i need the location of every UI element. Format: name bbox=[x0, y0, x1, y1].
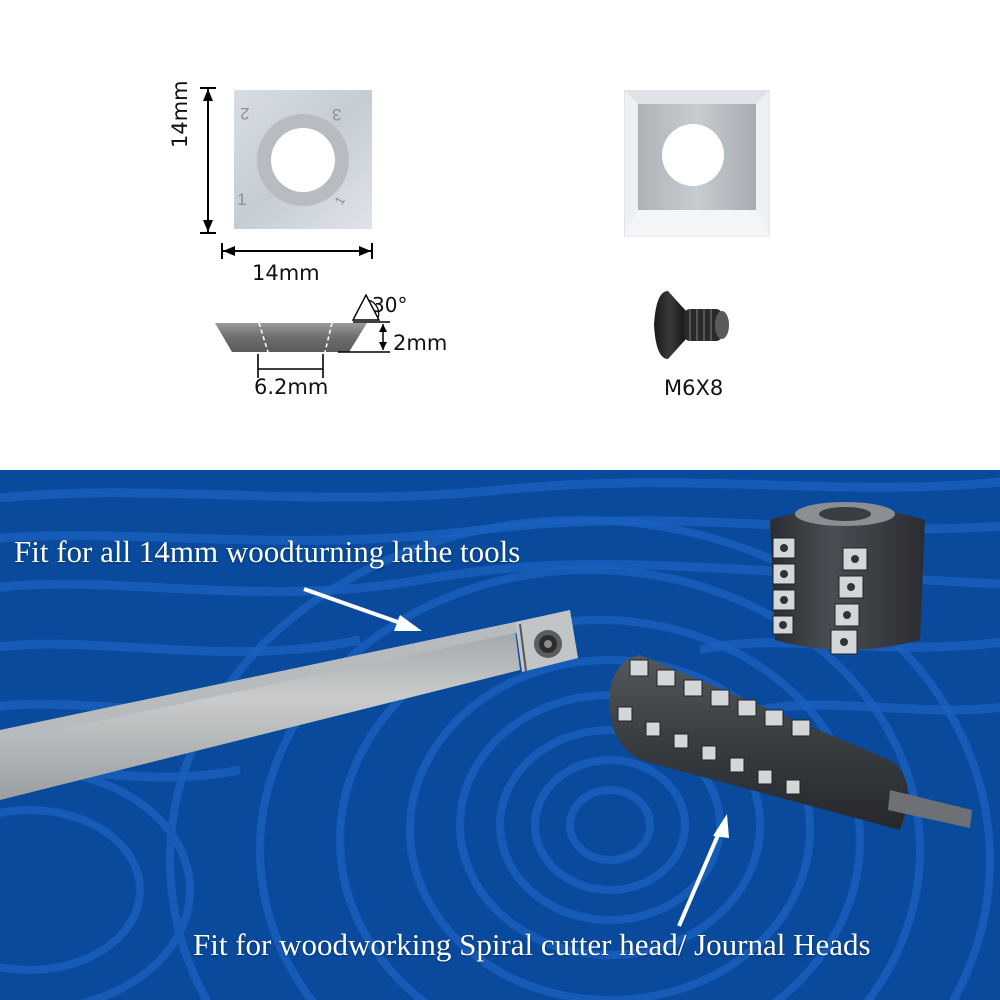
insert-side-drawing bbox=[215, 321, 390, 378]
spec-panel: 2 3 1 1 14mm 14mm 30° 2mm 6.2mm bbox=[0, 0, 1000, 470]
width-label: 14mm bbox=[252, 261, 320, 285]
screw-image bbox=[654, 291, 729, 359]
insert-front-drawing bbox=[200, 87, 373, 259]
angle-label: 30° bbox=[372, 293, 408, 317]
caption-spiral-cutter: Fit for woodworking Spiral cutter head/ … bbox=[193, 927, 871, 962]
arrow-icon bbox=[677, 814, 729, 927]
application-panel: Fit for all 14mm woodturning lathe tools bbox=[0, 470, 1000, 1000]
cutter-head-small-image bbox=[770, 502, 925, 655]
corner-number: 3 bbox=[332, 105, 342, 124]
spiral-cutter-head-image bbox=[609, 655, 972, 830]
insert-photo bbox=[624, 90, 770, 237]
hole-label: 6.2mm bbox=[254, 375, 329, 399]
arrow-icon bbox=[303, 587, 422, 631]
screw-label: M6X8 bbox=[664, 376, 724, 400]
thickness-label: 2mm bbox=[393, 331, 448, 355]
height-label: 14mm bbox=[168, 80, 192, 148]
lathe-tool-image bbox=[0, 610, 578, 800]
corner-number: 1 bbox=[237, 190, 247, 209]
caption-lathe-tools: Fit for all 14mm woodturning lathe tools bbox=[14, 534, 521, 569]
corner-number: 2 bbox=[240, 104, 250, 123]
angle-icon bbox=[351, 293, 381, 321]
